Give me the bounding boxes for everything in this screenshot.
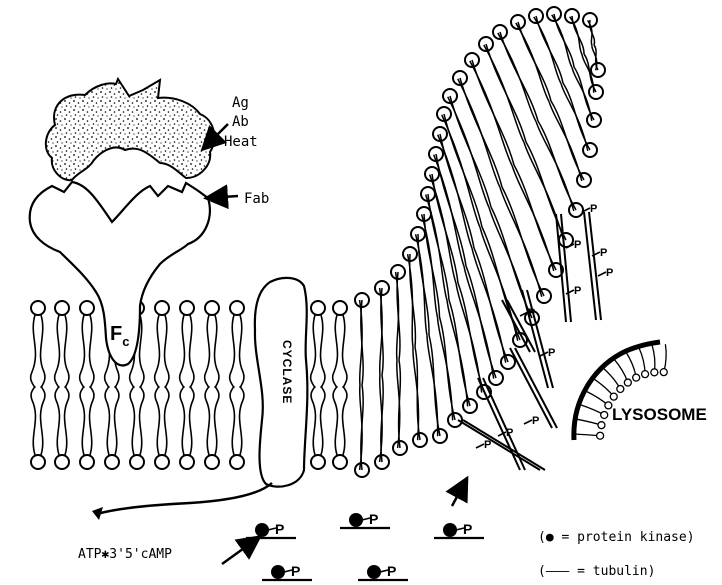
cyclase-to-atp-arrow — [97, 483, 272, 514]
phosphate-label: P — [369, 511, 378, 527]
phosphate-label: P — [275, 521, 284, 537]
kinase-up-arrow — [452, 480, 466, 506]
label-cyclase: CYCLASE — [280, 340, 294, 404]
kinase-tubulin-fragment: P — [246, 521, 296, 538]
phosphate-label: P — [484, 439, 491, 451]
kinase-tubulin-fragment: P — [434, 521, 484, 538]
lipid-pair — [529, 9, 597, 157]
lipid-pair — [391, 265, 407, 455]
label-ag: Ag — [232, 95, 249, 111]
label-ab: Ab — [232, 114, 249, 130]
lipid-pair — [230, 301, 244, 469]
phosphate-label: P — [590, 203, 597, 215]
microtubule — [584, 212, 601, 320]
phosphate-label: P — [548, 347, 555, 359]
phosphate-label: P — [574, 285, 581, 297]
lipid-pair — [465, 53, 563, 277]
kinase-tubulin-fragment: P — [262, 563, 312, 580]
lipid-pair — [333, 301, 347, 469]
lipid-pair — [80, 301, 94, 469]
camp-to-kinase-arrow — [222, 538, 258, 564]
lipid-pair — [155, 301, 169, 469]
phosphate-label: P — [600, 247, 607, 259]
lipid-pair — [311, 301, 325, 469]
phosphate-label: P — [574, 239, 581, 251]
lipid-pair — [355, 293, 369, 477]
lipid-pair — [583, 13, 605, 77]
kinase-tubulin-fragment: P — [340, 511, 390, 528]
fab-pointer-arrow — [208, 196, 238, 198]
lipid-pair — [180, 301, 194, 469]
phosphate-label: P — [387, 563, 396, 579]
phosphate-label: P — [463, 521, 472, 537]
phosphate-group: P — [520, 307, 535, 319]
protein-kinase-fragments: P P P P P — [246, 511, 484, 580]
phosphate-label: P — [506, 427, 513, 439]
phosphate-group: P — [476, 439, 491, 451]
phosphate-label: P — [606, 267, 613, 279]
kinase-tubulin-fragment: P — [358, 563, 408, 580]
lipid-pair — [417, 207, 462, 427]
lipid-pair — [31, 301, 45, 469]
lipid-pair — [205, 301, 219, 469]
lysosome-lipid — [660, 344, 667, 375]
lipid-pair — [55, 301, 69, 469]
phosphate-group: P — [598, 267, 613, 279]
lipid-pair — [375, 281, 389, 469]
lysosome — [572, 342, 667, 452]
phosphate-group: P — [524, 415, 539, 427]
label-heat: Heat — [224, 134, 258, 150]
label-fab: Fab — [244, 191, 269, 207]
phosphate-label: P — [528, 307, 535, 319]
label-fc-main: F — [110, 323, 122, 345]
antigen-blob — [46, 79, 214, 180]
phosphate-label: P — [291, 563, 300, 579]
label-lysosome: LYSOSOME — [612, 405, 707, 424]
phosphate-label: P — [532, 415, 539, 427]
label-reaction: ATP✱3'5'cAMP — [78, 547, 172, 562]
legend-tubulin: (——— = tubulin) — [538, 564, 655, 579]
legend-kinase: (● = protein kinase) — [538, 530, 695, 545]
label-fc-sub: c — [122, 334, 129, 349]
